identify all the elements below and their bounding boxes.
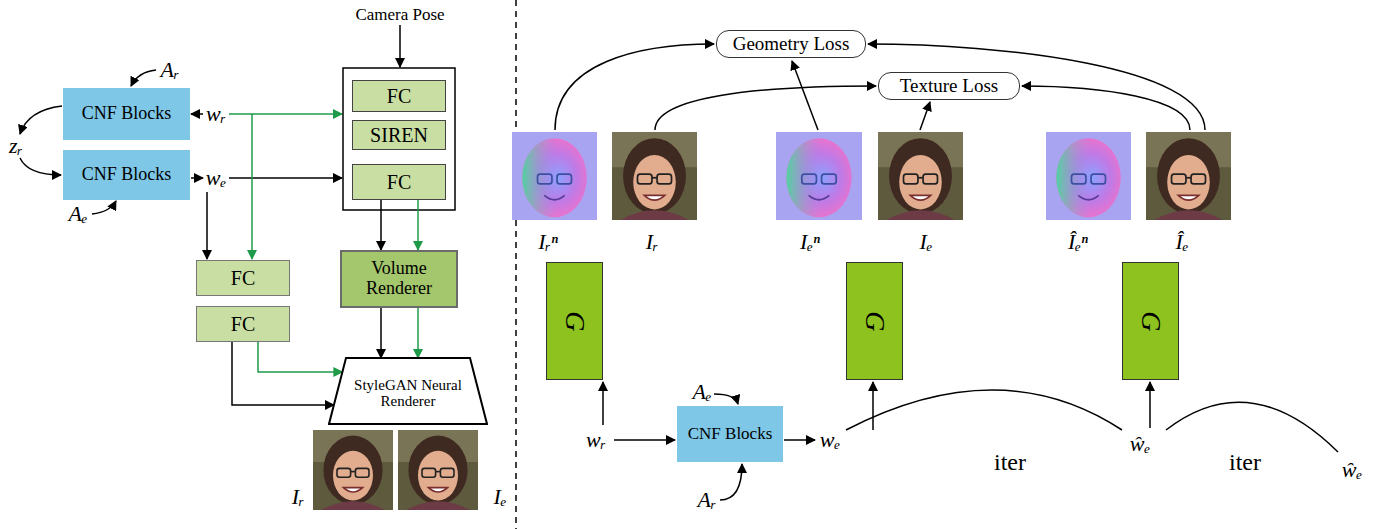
renderer-box: Volume Renderer bbox=[340, 250, 458, 308]
text-label: iter bbox=[994, 450, 1026, 474]
node-text: StyleGAN Neural Renderer bbox=[347, 373, 469, 410]
text-label: iter bbox=[1229, 450, 1261, 474]
loss-box: Geometry Loss bbox=[716, 30, 866, 58]
node-text: CNF Blocks bbox=[82, 104, 172, 124]
generator-box: G bbox=[1122, 262, 1179, 380]
math-symbol: Iₑ bbox=[493, 486, 506, 508]
node-text: Volume Renderer bbox=[349, 259, 449, 299]
loss-box: Texture Loss bbox=[878, 72, 1020, 100]
math-symbol: wₑ bbox=[206, 167, 226, 189]
node-text: G bbox=[559, 311, 590, 331]
cnf-block: CNF Blocks bbox=[63, 88, 190, 140]
generator-box: G bbox=[546, 262, 603, 380]
math-symbol: Aₑ bbox=[68, 203, 87, 225]
right-arrows bbox=[555, 44, 1338, 500]
node-text: FC bbox=[231, 267, 255, 289]
node-text: Geometry Loss bbox=[733, 34, 850, 55]
connector-arrow bbox=[380, 308, 382, 358]
math-symbol: Iᵣ bbox=[646, 231, 659, 253]
face-images bbox=[313, 132, 1231, 510]
generator-box: G bbox=[846, 262, 903, 380]
trapezoid-shape bbox=[329, 358, 487, 424]
node-text: FC bbox=[231, 313, 255, 335]
math-symbol: Iₑⁿ bbox=[800, 231, 820, 253]
math-symbol: Iᵣ bbox=[292, 486, 305, 508]
math-symbol: Aᵣ bbox=[161, 59, 180, 81]
text-label: Camera Pose bbox=[355, 6, 444, 23]
connector-arrow bbox=[258, 342, 342, 372]
fc-layer: FC bbox=[196, 306, 290, 342]
connector-arrow bbox=[232, 342, 334, 405]
math-symbol: Iₑ bbox=[919, 231, 932, 253]
math-symbol: Iᵣⁿ bbox=[538, 231, 558, 253]
fc-layer: FC bbox=[196, 260, 290, 296]
fc-layer: SIREN bbox=[352, 120, 446, 150]
math-symbol: Îₑ bbox=[1175, 231, 1188, 253]
math-symbol: zᵣ bbox=[9, 135, 23, 157]
divider bbox=[515, 0, 517, 529]
math-symbol: Aᵣ bbox=[698, 489, 717, 511]
math-symbol: wₑ bbox=[820, 429, 840, 451]
node-text: CNF Blocks bbox=[82, 165, 172, 185]
node-text: FC bbox=[387, 85, 411, 107]
math-symbol: Îₑⁿ bbox=[1068, 231, 1088, 253]
math-symbol: wᵣ bbox=[206, 103, 226, 125]
math-symbol: Aₑ bbox=[692, 381, 711, 403]
math-symbol: ŵₑ bbox=[1130, 433, 1150, 455]
node-text: FC bbox=[387, 171, 411, 193]
fc-layer: FC bbox=[352, 164, 446, 200]
cnf-block: CNF Blocks bbox=[63, 150, 190, 200]
math-symbol: ŵₑ bbox=[1342, 459, 1362, 481]
node-text: Texture Loss bbox=[900, 76, 998, 97]
node-text: SIREN bbox=[370, 124, 428, 146]
math-symbol: wᵣ bbox=[586, 429, 606, 451]
node-text: CNF Blocks bbox=[688, 425, 773, 444]
node-text: G bbox=[1135, 311, 1166, 331]
node-text: G bbox=[859, 311, 890, 331]
mlp-group-box bbox=[343, 68, 455, 210]
fc-layer: FC bbox=[352, 80, 446, 112]
neural-renderer: StyleGAN Neural Renderer bbox=[328, 357, 488, 425]
cnf-block: CNF Blocks bbox=[677, 406, 783, 462]
connector-arrow bbox=[417, 308, 419, 358]
connector-arrow bbox=[380, 200, 382, 250]
connector-arrow bbox=[417, 200, 419, 250]
